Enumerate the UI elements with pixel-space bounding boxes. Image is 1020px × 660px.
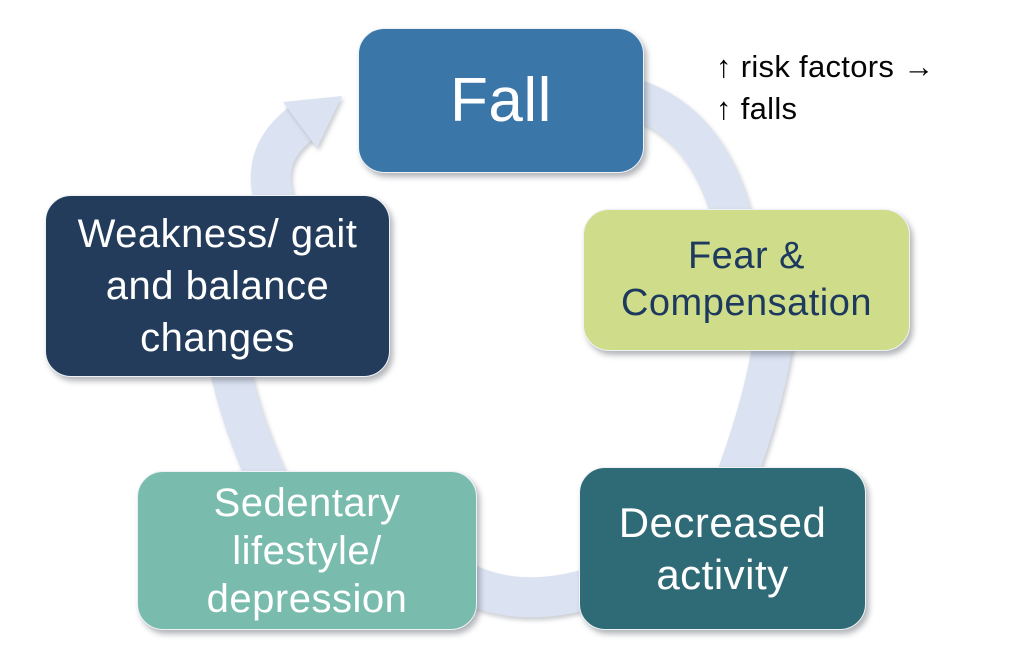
node-fall: Fall <box>358 28 644 173</box>
node-decreased-activity: Decreased activity <box>579 467 866 630</box>
node-sedentary-lifestyle-depression: Sedentary lifestyle/ depression <box>137 471 477 630</box>
cycle-arrowhead-icon <box>283 96 342 148</box>
node-fear-compensation: Fear & Compensation <box>583 209 910 351</box>
risk-factors-annotation: ↑ risk factors → ↑ falls <box>716 49 935 126</box>
arc-sedentary-to-weakness <box>208 355 289 494</box>
arc-fear-to-decreased <box>716 327 795 488</box>
node-weakness-gait-balance: Weakness/ gait and balance changes <box>45 195 390 377</box>
